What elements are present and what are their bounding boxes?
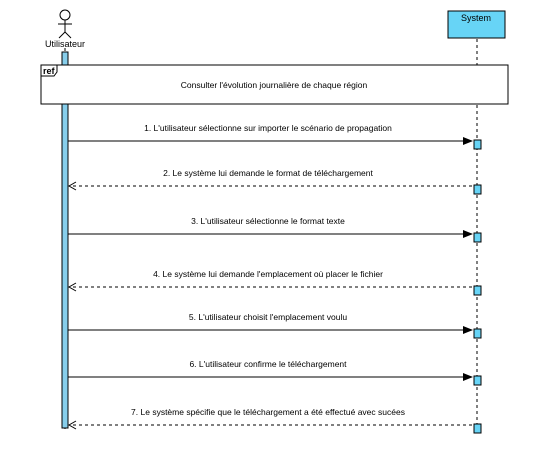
- ref-fragment[interactable]: ref Consulter l'évolution journalière de…: [40, 64, 509, 105]
- message-label: 5. L'utilisateur choisit l'emplacement v…: [189, 312, 347, 322]
- message-label: 4. Le système lui demande l'emplacement …: [153, 269, 383, 279]
- message-label: 1. L'utilisateur sélectionne sur importe…: [144, 123, 392, 133]
- ref-text: Consulter l'évolution journalière de cha…: [181, 80, 368, 90]
- system-activation-box: [473, 285, 482, 296]
- messages: 1. L'utilisateur sélectionne sur importe…: [67, 123, 482, 434]
- system-activation-box: [473, 232, 482, 243]
- message-7[interactable]: 7. Le système spécifie que le télécharge…: [67, 407, 482, 434]
- message-label: 7. Le système spécifie que le télécharge…: [131, 407, 405, 417]
- ref-tag: ref: [43, 66, 56, 76]
- open-arrowhead: [67, 420, 77, 430]
- actor-figure[interactable]: [58, 9, 72, 39]
- actor-label: Utilisateur: [45, 39, 85, 49]
- open-arrowhead: [67, 181, 77, 191]
- message-5[interactable]: 5. L'utilisateur choisit l'emplacement v…: [68, 312, 482, 339]
- actor-activation-bar: [61, 51, 69, 429]
- message-4[interactable]: 4. Le système lui demande l'emplacement …: [67, 269, 482, 296]
- message-3[interactable]: 3. L'utilisateur sélectionne le format t…: [68, 216, 482, 243]
- system-activation-box: [473, 328, 482, 339]
- message-label: 3. L'utilisateur sélectionne le format t…: [191, 216, 345, 226]
- system-activation-box: [473, 184, 482, 195]
- message-1[interactable]: 1. L'utilisateur sélectionne sur importe…: [68, 123, 482, 150]
- message-2[interactable]: 2. Le système lui demande le format de t…: [67, 168, 482, 195]
- system-activation-box: [473, 139, 482, 150]
- message-label: 2. Le système lui demande le format de t…: [163, 168, 373, 178]
- message-label: 6. L'utilisateur confirme le téléchargem…: [189, 359, 347, 369]
- message-6[interactable]: 6. L'utilisateur confirme le téléchargem…: [68, 359, 482, 386]
- open-arrowhead: [67, 282, 77, 292]
- system-label: System: [461, 13, 491, 23]
- system-box[interactable]: [447, 10, 506, 39]
- system-activation-box: [473, 423, 482, 434]
- system-activation-box: [473, 375, 482, 386]
